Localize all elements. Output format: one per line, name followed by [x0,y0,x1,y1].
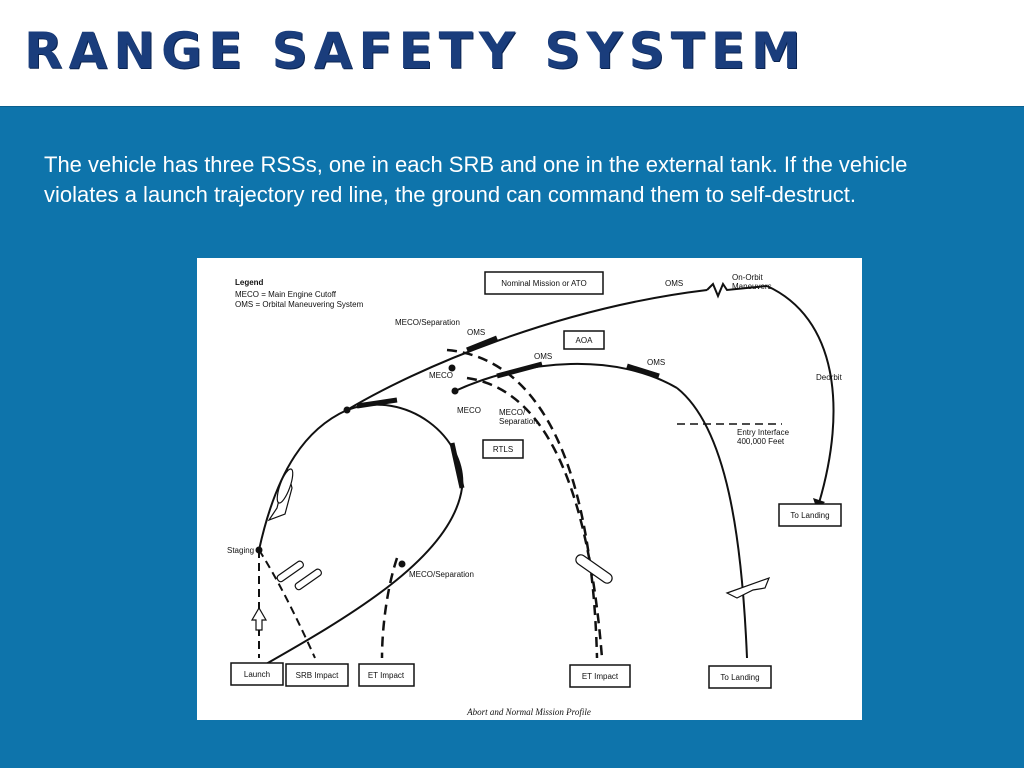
srb-icon [276,560,323,591]
aoa-trajectory [454,363,678,392]
box-aoa [563,330,605,350]
mission-profile-diagram: Legend MECO = Main Engine Cutoff OMS = O… [197,258,862,720]
on-orbit-zigzag [706,281,768,299]
label-on-orbit-2: Maneuvers [732,282,772,291]
label-meco-1: MECO [429,371,453,380]
title-bar: RANGE SAFETY SYSTEM [0,0,1024,107]
label-entry-2: 400,000 Feet [737,437,785,446]
label-meco-sep-top: MECO/Separation [395,318,460,327]
box-launch [230,662,284,686]
legend-oms: OMS = Orbital Maneuvering System [235,300,364,309]
box-et-impact-2 [569,664,631,688]
et-trajectory-rtls [380,557,399,659]
box-to-landing-2 [778,503,842,527]
et-trajectory-2 [466,376,604,659]
box-nominal-mission [484,271,604,295]
label-meco-sep-2a: MECO/ [499,408,526,417]
box-rtls [482,439,524,459]
box-et-impact-1-label: ET Impact [368,671,405,680]
label-oms-2: OMS [534,352,552,361]
deorbit-path [766,285,835,504]
rtls-burn-2 [449,442,465,489]
label-staging: Staging [227,546,254,555]
box-et-impact-1 [358,663,415,687]
ascent-trajectory [258,409,348,551]
body-paragraph: The vehicle has three RSSs, one in each … [44,152,908,207]
box-srb-impact-label: SRB Impact [296,671,339,680]
label-entry-1: Entry Interface [737,428,790,437]
box-to-landing-1-label: To Landing [720,673,759,682]
legend-title: Legend [235,278,264,287]
label-oms-top: OMS [665,279,683,288]
shuttle-stack-icon [267,467,294,522]
oms-burn-2 [496,361,543,379]
diagram-caption: Abort and Normal Mission Profile [466,707,591,717]
box-aoa-label: AOA [576,336,594,345]
rtls-trajectory [258,403,464,669]
staging-point [255,546,263,554]
aoa-landing-path [676,387,748,659]
srb-trajectory [258,549,316,659]
oms-burn-3 [626,363,660,379]
box-srb-impact [285,663,349,687]
label-deorbit: Deorbit [816,373,843,382]
et-trajectory-1 [446,348,599,659]
box-nominal-label: Nominal Mission or ATO [501,279,587,288]
launch-arrow-icon [250,606,268,631]
meco-point-1 [343,406,351,414]
label-meco-sep-2b: Separation [499,417,538,426]
box-rtls-label: RTLS [493,445,513,454]
box-launch-label: Launch [244,670,270,679]
box-to-landing-2-label: To Landing [790,511,829,520]
label-meco-2: MECO [457,406,481,415]
meco-sep-point [398,560,406,568]
box-et-impact-2-label: ET Impact [582,672,619,681]
meco-point-3 [448,364,456,372]
rtls-burn-1 [356,397,398,409]
label-on-orbit-1: On-Orbit [732,273,763,282]
label-oms-1: OMS [467,328,485,337]
legend-meco: MECO = Main Engine Cutoff [235,290,337,299]
box-to-landing-1 [708,665,772,689]
meco-point-2 [451,387,459,395]
mission-profile-svg: Legend MECO = Main Engine Cutoff OMS = O… [227,271,843,717]
label-meco-sep-low: MECO/Separation [409,570,474,579]
label-oms-3: OMS [647,358,665,367]
external-tank-icon [575,554,613,584]
page-title: RANGE SAFETY SYSTEM [24,22,807,80]
orbiter-icon [725,576,771,599]
oms-burn-1 [466,335,498,353]
nominal-trajectory [346,289,708,411]
